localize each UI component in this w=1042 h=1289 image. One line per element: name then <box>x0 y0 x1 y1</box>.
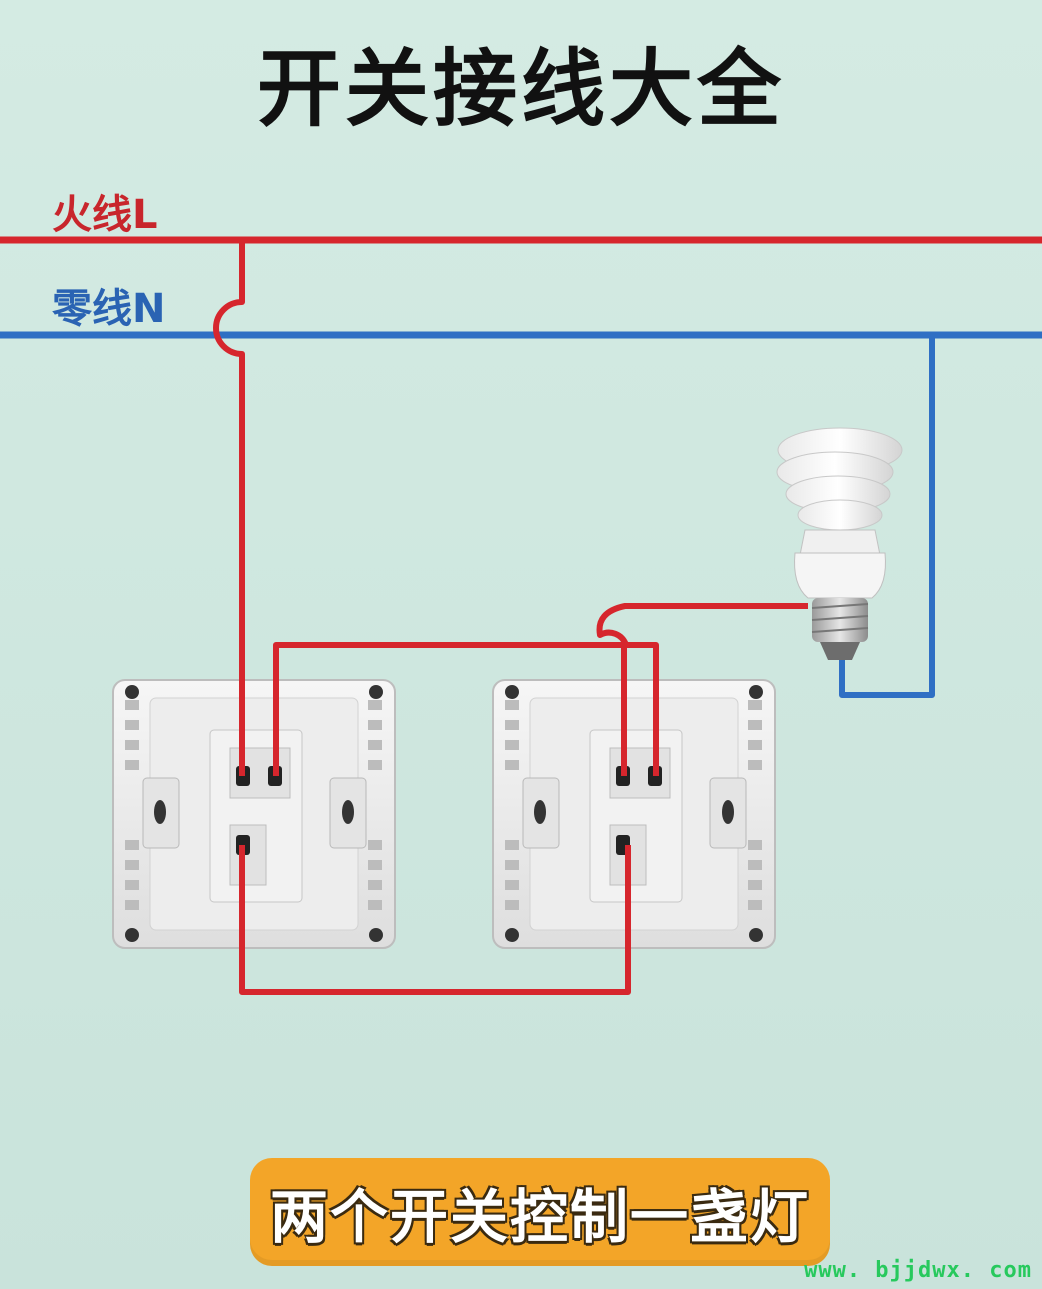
lamp-neutral-wire <box>839 335 935 698</box>
switch-2 <box>492 679 776 949</box>
live-drop-wire <box>213 240 245 776</box>
traveler-wire-bottom <box>239 845 631 995</box>
caption-banner: 两个开关控制一盏灯 <box>250 1158 830 1266</box>
switch-1 <box>112 679 396 949</box>
cfl-bulb-icon <box>776 427 903 660</box>
neutral-wire-label: 零线N <box>52 286 166 332</box>
lamp-live-wire <box>596 603 808 776</box>
watermark: www. bjjdwx. com <box>804 1258 1032 1283</box>
live-wire-label: 火线L <box>52 192 158 238</box>
traveler-wire-top <box>273 642 627 776</box>
page-title: 开关接线大全 <box>256 40 785 138</box>
caption-text: 两个开关控制一盏灯 <box>269 1183 810 1251</box>
